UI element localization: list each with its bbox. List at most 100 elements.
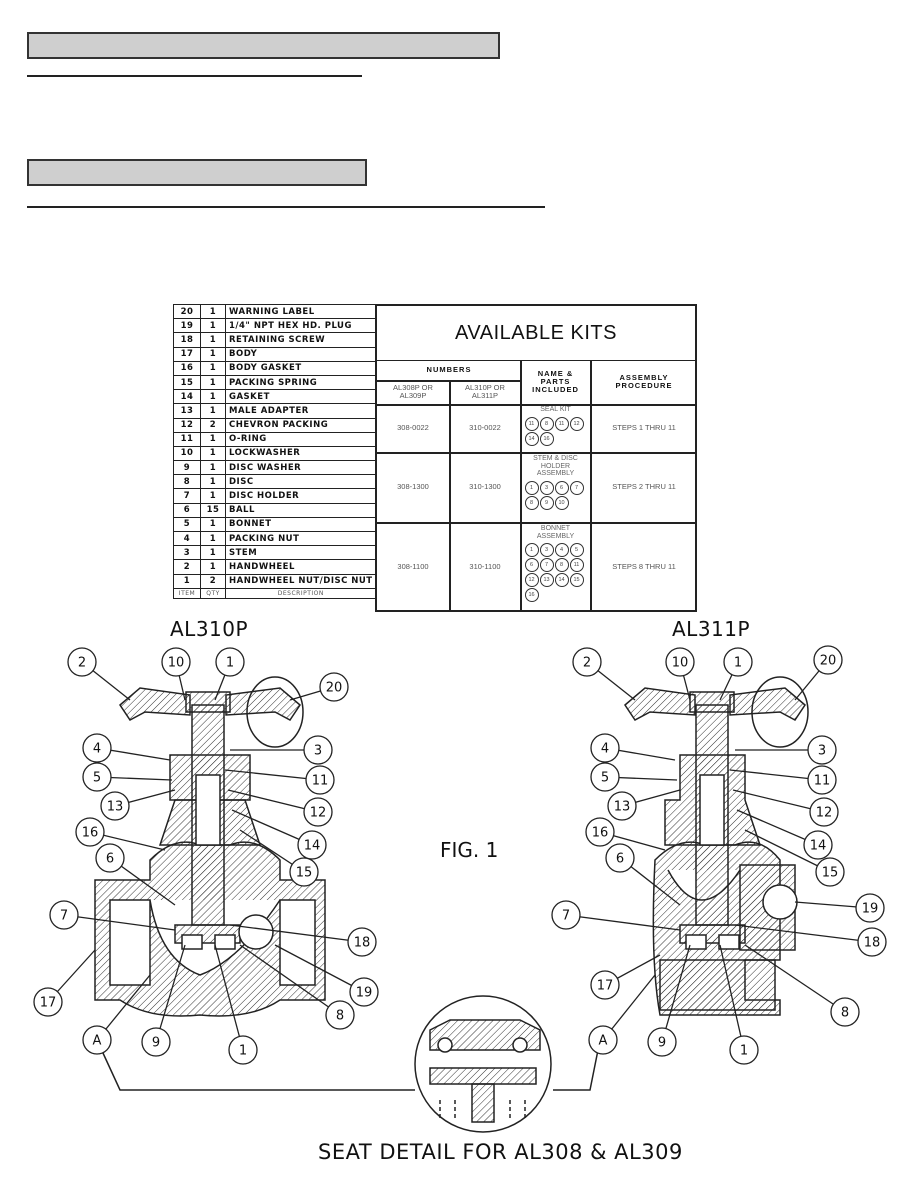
svg-text:6: 6 <box>106 852 114 867</box>
left-callout-2: 2 <box>67 647 131 701</box>
kit-number-2: 310-0022 <box>469 422 501 432</box>
parts-footer-item: ITEM <box>173 587 201 599</box>
left-callout-18: 18 <box>229 924 377 957</box>
svg-text:1: 1 <box>740 1044 748 1059</box>
svg-text:18: 18 <box>354 936 371 951</box>
svg-text:18: 18 <box>864 936 881 951</box>
svg-text:1: 1 <box>226 656 234 671</box>
left-callout-8: 8 <box>239 944 355 1030</box>
svg-text:10: 10 <box>672 656 689 671</box>
part-number-circle: 6 <box>524 558 539 573</box>
part-number-circle: 4 <box>554 543 569 558</box>
parts-cell-qty: 2 <box>200 573 226 589</box>
parts-cell-qty: 1 <box>200 346 226 362</box>
parts-cell-qty: 1 <box>200 318 226 334</box>
right-callout-20: 20 <box>794 645 843 701</box>
parts-cell-qty: 1 <box>200 516 226 533</box>
left-callout-1: 1 <box>214 647 245 701</box>
svg-text:9: 9 <box>152 1036 160 1051</box>
left-callout-11: 11 <box>224 765 335 795</box>
figure-label: FIG. 1 <box>440 838 499 862</box>
parts-cell-qty: 1 <box>200 389 226 405</box>
svg-text:3: 3 <box>314 744 322 759</box>
kit-number-2: 310-1300 <box>469 482 501 492</box>
parts-cell-desc: BALL <box>225 502 377 518</box>
parts-cell-item: 16 <box>173 360 201 376</box>
col1-header: AL308P OR AL309P <box>393 382 433 400</box>
parts-cell-item: 19 <box>173 318 201 334</box>
svg-text:16: 16 <box>592 826 609 841</box>
kit-name-label: BONNET ASSEMBLY <box>536 525 575 540</box>
kit-name-label: SEAL KIT <box>540 406 571 413</box>
parts-cell-desc: PACKING SPRING <box>225 374 377 391</box>
parts-cell-qty: 1 <box>200 530 226 547</box>
svg-text:17: 17 <box>597 979 614 994</box>
part-number-circle: 14 <box>554 573 569 588</box>
left-callout-14: 14 <box>231 809 327 860</box>
parts-cell-qty: 15 <box>200 502 226 518</box>
parts-cell-item: 10 <box>173 445 201 462</box>
right-callout-4: 4 <box>590 733 676 763</box>
svg-text:7: 7 <box>562 909 570 924</box>
parts-cell-desc: HANDWHEEL NUT/DISC NUT <box>225 573 377 589</box>
parts-cell-desc: PACKING NUT <box>225 530 377 547</box>
parts-cell-item: 6 <box>173 502 201 518</box>
left-valve <box>94 676 326 1017</box>
procedure-header: ASSEMBLY PROCEDURE <box>615 372 673 390</box>
left-callout-19: 19 <box>274 944 379 1007</box>
svg-text:14: 14 <box>810 839 827 854</box>
parts-cell-item: 7 <box>173 488 201 504</box>
svg-text:12: 12 <box>310 806 327 821</box>
part-number-circle: 3 <box>539 481 554 496</box>
parts-cell-item: 12 <box>173 417 201 433</box>
part-number-circle: 1 <box>524 543 539 558</box>
parts-cell-item: 4 <box>173 530 201 547</box>
parts-cell-desc: GASKET <box>225 389 377 405</box>
parts-cell-desc: DISC <box>225 474 377 490</box>
left-callout-4: 4 <box>82 733 171 763</box>
parts-cell-desc: HANDWHEEL <box>225 559 377 575</box>
parts-cell-desc: WARNING LABEL <box>225 303 377 320</box>
right-valve <box>624 676 809 1016</box>
available-kits-table: AVAILABLE KITS NUMBERS NAME & PARTS INCL… <box>375 304 697 612</box>
svg-text:11: 11 <box>814 774 831 789</box>
svg-text:20: 20 <box>820 654 837 669</box>
right-callout-18: 18 <box>734 924 887 957</box>
kit-procedure: STEPS 1 THRU 11 <box>612 422 676 432</box>
parts-cell-item: 17 <box>173 346 201 362</box>
right-callout-A: A <box>588 974 656 1055</box>
left-callout-16: 16 <box>75 817 166 851</box>
right-callout-12: 12 <box>732 789 839 827</box>
svg-text:7: 7 <box>60 909 68 924</box>
part-number-circle: 11 <box>554 416 569 431</box>
kit-procedure: STEPS 2 THRU 11 <box>612 482 676 492</box>
left-valve-title: AL310P <box>170 617 249 641</box>
part-number-circle: 3 <box>539 543 554 558</box>
left-callout-15: 15 <box>239 829 319 887</box>
left-callout-13: 13 <box>100 789 176 821</box>
parts-cell-qty: 1 <box>200 374 226 391</box>
parts-cell-desc: RETAINING SCREW <box>225 332 377 348</box>
parts-cell-desc: BODY <box>225 346 377 362</box>
parts-cell-qty: 2 <box>200 417 226 433</box>
right-callout-10: 10 <box>665 647 695 701</box>
parts-cell-qty: 1 <box>200 332 226 348</box>
part-number-circle: 16 <box>539 431 554 446</box>
right-callout-3: 3 <box>735 735 837 765</box>
parts-cell-desc: DISC WASHER <box>225 460 377 476</box>
parts-cell-item: 15 <box>173 374 201 391</box>
parts-cell-item: 5 <box>173 516 201 533</box>
section-header-2 <box>27 159 367 186</box>
